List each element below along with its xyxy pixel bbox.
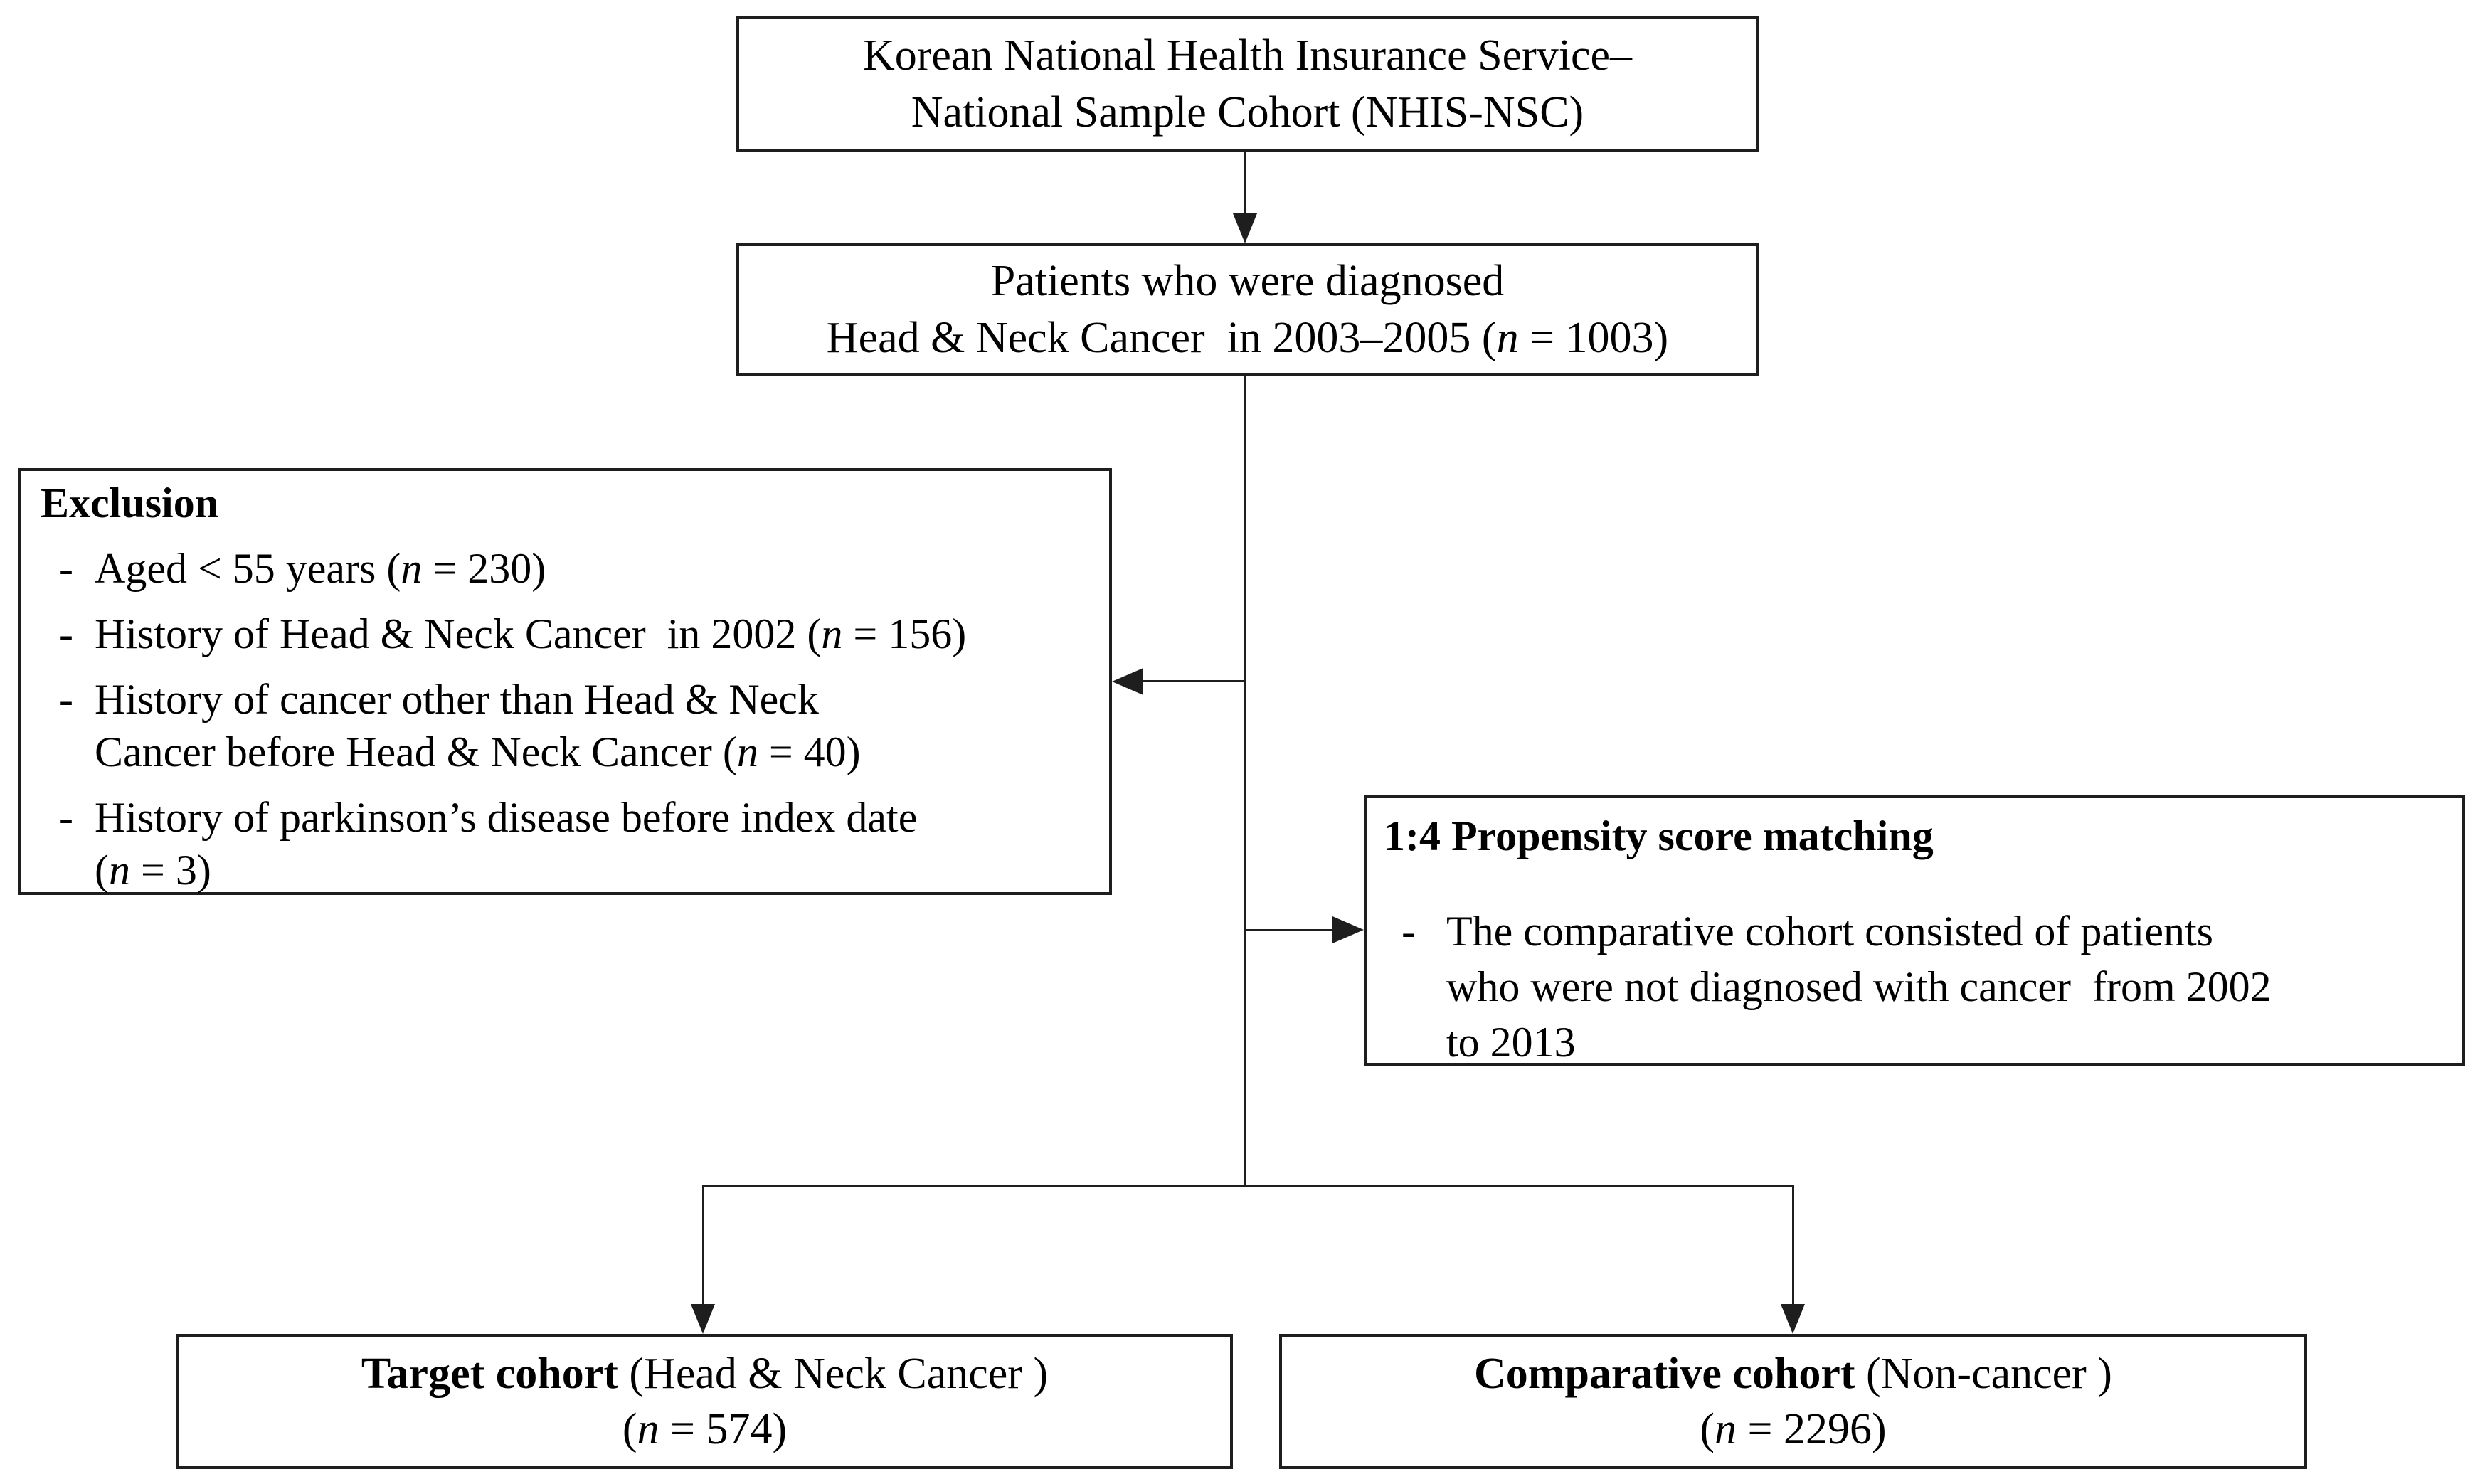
exclusion-item: - History of Head & Neck Cancer in 2002 … [41, 608, 1096, 660]
exclusion-item: - Aged < 55 years (n = 230) [41, 542, 1096, 595]
node-exclusion: Exclusion - Aged < 55 years (n = 230) - … [18, 468, 1112, 895]
exclusion-title: Exclusion [41, 479, 219, 526]
exclusion-item: - History of cancer other than Head & Ne… [41, 673, 1096, 778]
bullet-dash: - [59, 794, 73, 841]
matching-item-text: The comparative cohort consisted of pati… [1446, 908, 2272, 1066]
matching-title: 1:4 Propensity score matching [1384, 812, 1934, 859]
exclusion-item-text: History of cancer other than Head & Neck… [95, 676, 861, 775]
connector-to-comparative [1792, 1185, 1794, 1306]
exclusion-item-text: Aged < 55 years (n = 230) [95, 545, 546, 592]
exclusion-item-text: History of Head & Neck Cancer in 2002 (n… [95, 610, 967, 657]
connector-to-exclusion [1138, 680, 1245, 682]
connector-source-to-diagnosed [1244, 151, 1246, 222]
arrow-right-icon [1332, 916, 1364, 943]
exclusion-item: - History of parkinson’s disease before … [41, 791, 1096, 896]
connector-split-bar [703, 1185, 1794, 1187]
connector-main-spine [1244, 376, 1246, 1187]
arrow-down-icon [1781, 1304, 1805, 1334]
node-propensity-matching: 1:4 Propensity score matching - The comp… [1364, 795, 2465, 1066]
arrow-down-icon [1233, 213, 1257, 243]
node-target-cohort: Target cohort (Head & Neck Cancer )(n = … [176, 1334, 1233, 1469]
node-text: Target cohort (Head & Neck Cancer )(n = … [361, 1350, 1049, 1453]
bullet-dash: - [59, 545, 73, 592]
arrow-down-icon [691, 1304, 715, 1334]
node-text: Korean National Health Insurance Service… [862, 31, 1633, 137]
connector-to-matching [1245, 929, 1337, 931]
node-text: Comparative cohort (Non-cancer )(n = 229… [1474, 1350, 2112, 1453]
connector-to-target [702, 1185, 704, 1306]
bullet-dash: - [59, 676, 73, 723]
node-comparative-cohort: Comparative cohort (Non-cancer )(n = 229… [1279, 1334, 2307, 1469]
arrow-left-icon [1112, 668, 1143, 695]
bullet-dash: - [59, 610, 73, 657]
node-nhis-nsc: Korean National Health Insurance Service… [736, 16, 1759, 152]
exclusion-item-text: History of parkinson’s disease before in… [95, 794, 918, 894]
matching-item: - The comparative cohort consisted of pa… [1384, 903, 2449, 1070]
bullet-dash: - [1401, 908, 1416, 955]
